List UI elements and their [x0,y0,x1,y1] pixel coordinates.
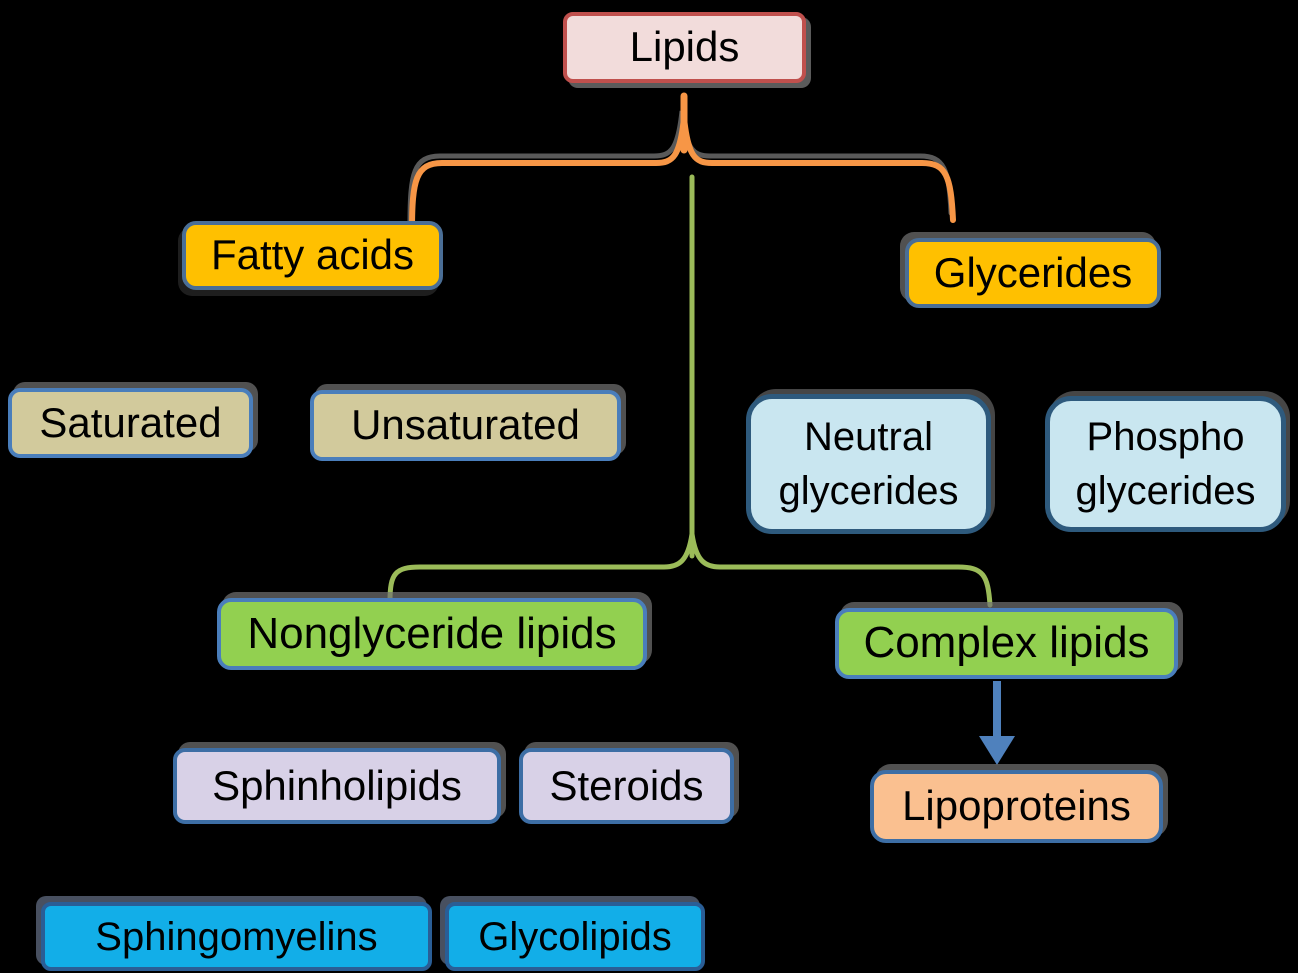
node-fatty-acids: Fatty acids [182,221,443,290]
node-saturated: Saturated [8,388,253,458]
node-steroids-label: Steroids [549,761,704,809]
node-glycolipids: Glycolipids [445,902,705,971]
node-glycerides-label: Glycerides [933,248,1133,296]
level1-brace-connector [409,115,956,233]
node-sphinholipids: Sphinholipids [173,748,501,824]
node-unsaturated: Unsaturated [310,390,621,461]
node-complex-lipids-label: Complex lipids [863,618,1150,668]
node-nonglyceride-lipids-label: Nonglyceride lipids [247,608,617,658]
node-steroids: Steroids [519,748,734,824]
node-nonglyceride-lipids: Nonglyceride lipids [217,598,647,670]
node-fatty-acids-label: Fatty acids [210,231,415,279]
node-phospho-glycerides-label: Phospho glycerides [1075,415,1256,513]
node-glycerides: Glycerides [905,238,1161,308]
node-saturated-label: Saturated [39,398,222,446]
node-sphingomyelins: Sphingomyelins [41,902,432,971]
node-lipids: Lipids [563,12,806,83]
node-lipoproteins: Lipoproteins [870,770,1163,843]
node-sphingomyelins-label: Sphingomyelins [95,914,378,959]
node-lipids-label: Lipids [629,23,740,71]
node-complex-lipids: Complex lipids [835,608,1178,679]
node-neutral-glycerides: Neutral glycerides [746,394,991,534]
level2-brace-connector [387,531,993,608]
node-sphinholipids-label: Sphinholipids [212,761,462,809]
complex-to-lipoproteins-arrow-head [979,736,1015,765]
node-lipoproteins-label: Lipoproteins [902,782,1131,830]
node-neutral-glycerides-label: Neutral glycerides [778,415,959,513]
node-unsaturated-label: Unsaturated [351,401,580,449]
node-glycolipids-label: Glycolipids [478,914,672,959]
node-phospho-glycerides: Phospho glycerides [1045,396,1286,532]
